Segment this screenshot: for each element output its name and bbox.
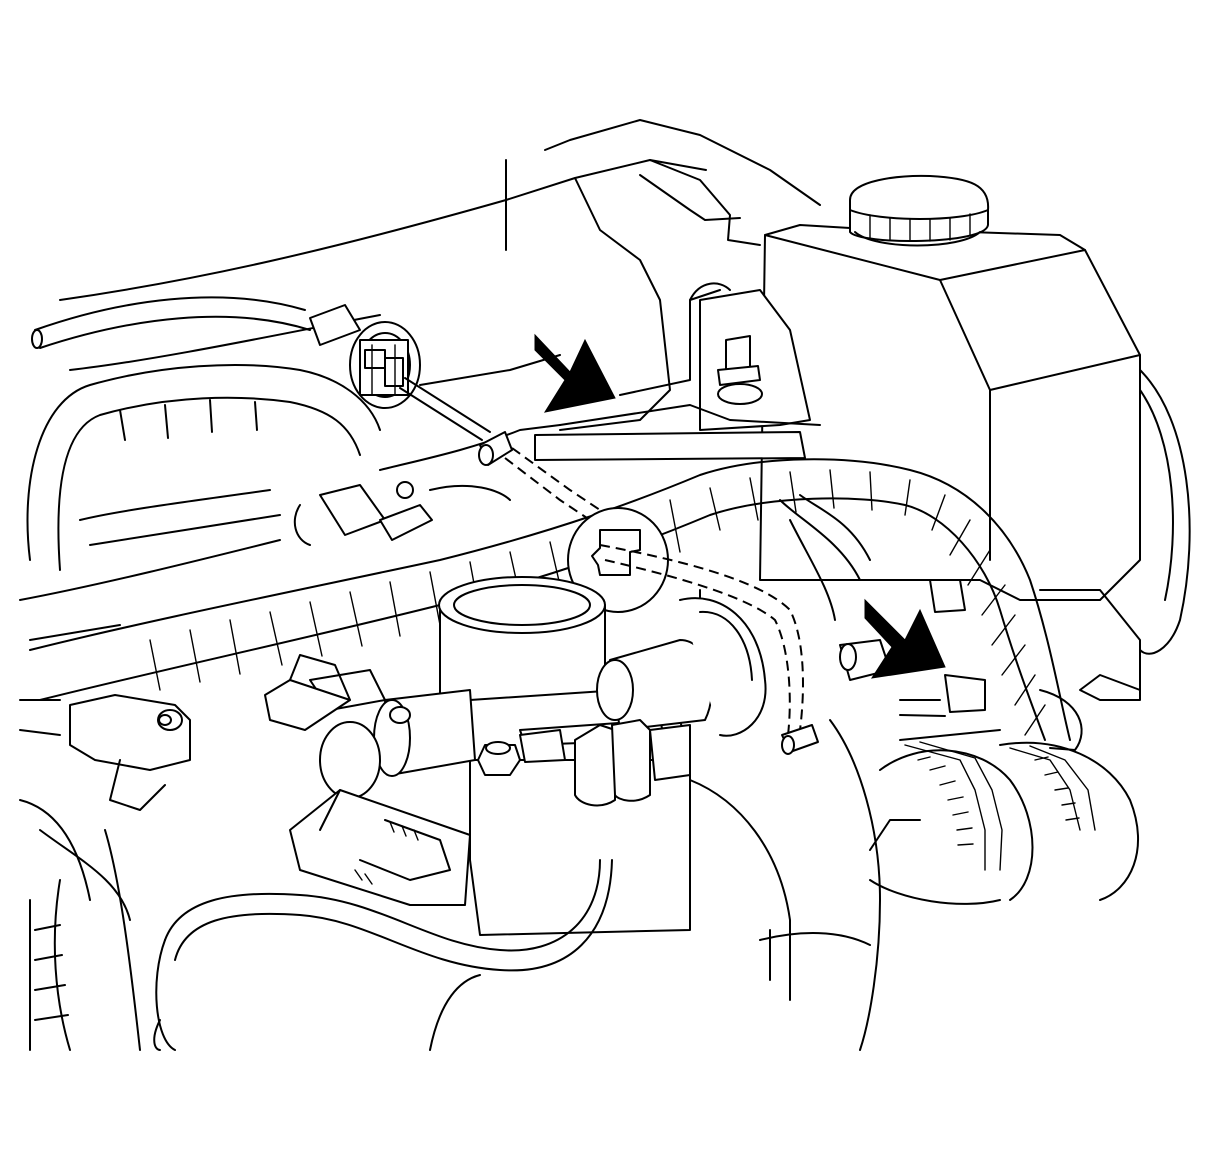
vacuum-hose-routing bbox=[599, 544, 819, 755]
callout-arrow-upper bbox=[534, 333, 616, 413]
mount-bracket bbox=[699, 289, 811, 431]
coolant-hose-left bbox=[26, 364, 381, 571]
harness-clamp bbox=[19, 694, 191, 811]
callout-arrow-lower bbox=[864, 598, 946, 679]
air-pipe-bar bbox=[534, 404, 821, 461]
sensor-connector-assembly bbox=[31, 296, 601, 521]
throttle-body bbox=[264, 507, 767, 936]
pulley-assembly bbox=[869, 589, 1141, 905]
coolant-reservoir bbox=[759, 174, 1191, 655]
intake-manifold-lower bbox=[29, 719, 881, 1051]
engine-cover bbox=[19, 119, 821, 641]
lower-hoses bbox=[19, 799, 613, 1051]
